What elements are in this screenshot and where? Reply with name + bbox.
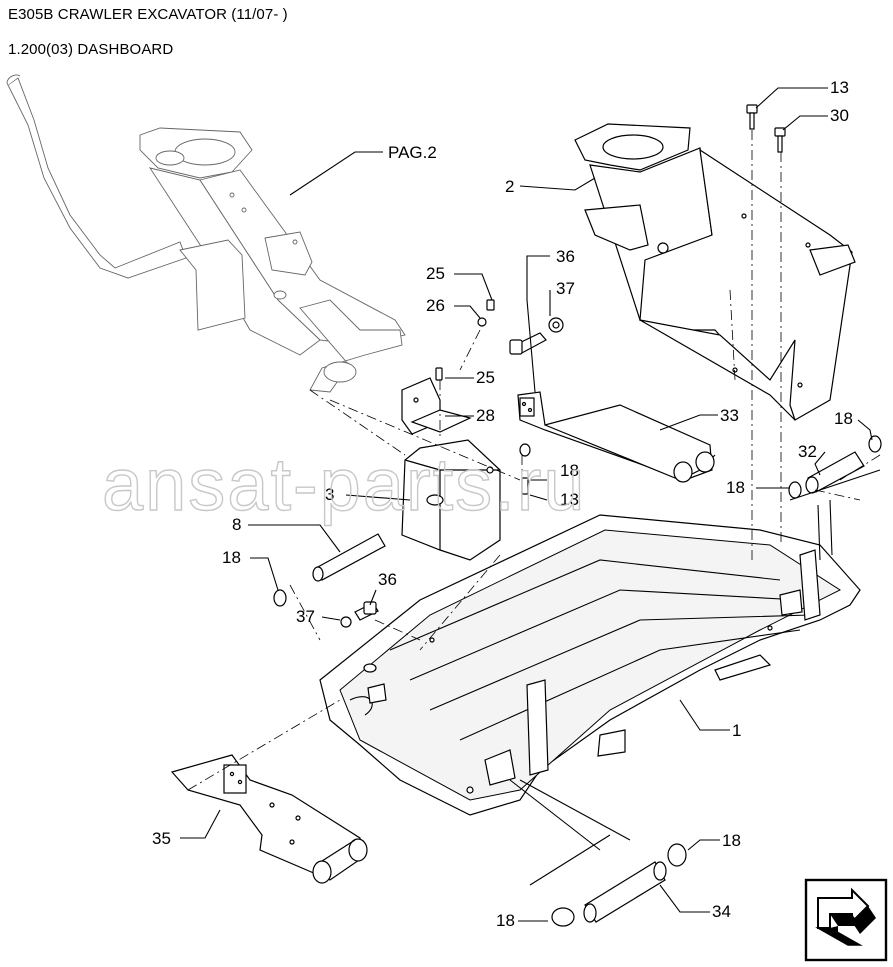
callout-pag2: PAG.2 <box>388 143 437 162</box>
next-page-arrow-icon <box>815 887 876 946</box>
callout-37-lower: 37 <box>296 607 315 626</box>
watermark-text: ansat-parts.ru <box>102 443 587 526</box>
part-33-hinge-plate <box>517 391 716 483</box>
callout-28: 28 <box>476 406 495 425</box>
callout-33: 33 <box>720 406 739 425</box>
callout-36-lower: 36 <box>378 570 397 589</box>
dashboard-column-drawing <box>6 74 406 393</box>
callout-13-center: 13 <box>560 490 579 509</box>
part-3-bracket <box>401 439 501 561</box>
callout-34: 34 <box>712 902 731 921</box>
callout-18-center: 18 <box>560 461 579 480</box>
callout-37-upper: 37 <box>556 279 575 298</box>
callout-1: 1 <box>732 721 741 740</box>
callout-13-top: 13 <box>830 78 849 97</box>
screw-13-top <box>746 104 758 130</box>
next-page-button[interactable] <box>804 878 888 962</box>
part-8-pin <box>312 533 386 582</box>
callout-18-bottom-right: 18 <box>722 831 741 850</box>
callout-2: 2 <box>505 177 514 196</box>
leader-lines <box>180 87 881 922</box>
part-28-bracket <box>401 377 472 435</box>
page-title: E305B CRAWLER EXCAVATOR (11/07- ) <box>8 6 288 23</box>
callout-25-top: 25 <box>426 264 445 283</box>
callout-3: 3 <box>325 485 334 504</box>
screw-25-26 <box>435 299 495 381</box>
bolt-36-washer-37-upper <box>509 317 564 355</box>
part-2-cover-bracket <box>574 123 856 421</box>
screw-30-top <box>774 127 786 153</box>
assembly-centerlines <box>187 130 881 791</box>
callout-36-upper: 36 <box>556 247 575 266</box>
callout-32: 32 <box>798 442 817 461</box>
callout-26: 26 <box>426 296 445 315</box>
callout-labels: PAG.2 13 30 2 25 26 36 37 25 28 33 18 32… <box>152 78 853 930</box>
callout-18-right-mid: 18 <box>726 478 745 497</box>
part-1-floor-plate <box>319 514 861 816</box>
part-32-pin <box>805 451 865 494</box>
part-34-pin <box>583 861 667 923</box>
part-35-hinge-plate <box>170 754 368 884</box>
section-subtitle: 1.200(03) DASHBOARD <box>8 41 174 58</box>
callout-30: 30 <box>830 106 849 125</box>
callout-18-right-top: 18 <box>834 409 853 428</box>
callout-35: 35 <box>152 829 171 848</box>
callout-25-mid: 25 <box>476 368 495 387</box>
callout-18-left: 18 <box>222 548 241 567</box>
bolt-36-washer-37-lower <box>340 477 529 628</box>
callout-8: 8 <box>232 515 241 534</box>
snap-rings-18 <box>273 435 882 927</box>
callout-18-bottom-left: 18 <box>496 911 515 930</box>
